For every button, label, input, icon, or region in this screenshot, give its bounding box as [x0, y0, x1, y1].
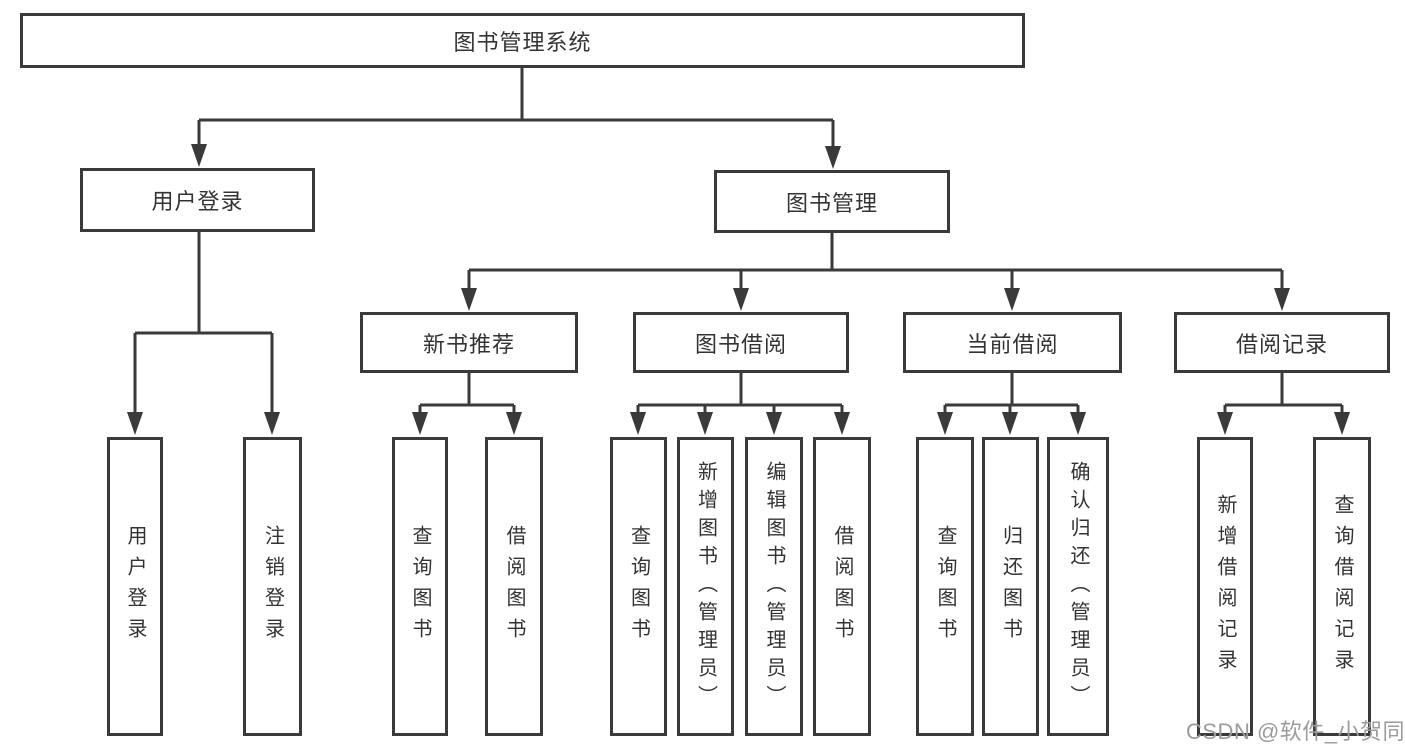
- leaf-add-book-admin: 新增图书（管理员）: [677, 437, 734, 736]
- leaf-borrow-book-rec: 借阅图书: [485, 437, 543, 736]
- node-new-book-recommend: 新书推荐: [360, 312, 578, 373]
- leaf-return-book: 归还图书: [982, 437, 1039, 736]
- csdn-watermark: CSDN @软件_小贺同学: [1186, 719, 1405, 744]
- leaf-edit-book-admin: 编辑图书（管理员）: [745, 437, 803, 736]
- leaf-logout: 注销登录: [243, 437, 302, 736]
- node-system-root: 图书管理系统: [20, 13, 1025, 68]
- node-user-login: 用户登录: [80, 168, 315, 232]
- node-book-borrow: 图书借阅: [633, 312, 849, 373]
- leaf-user-login: 用户登录: [107, 437, 163, 736]
- leaf-query-book-rec: 查询图书: [392, 437, 448, 736]
- node-current-borrow: 当前借阅: [903, 312, 1122, 373]
- leaf-query-borrow-record: 查询借阅记录: [1313, 437, 1371, 736]
- leaf-query-book-current: 查询图书: [916, 437, 974, 736]
- leaf-borrow-book: 借阅图书: [813, 437, 871, 736]
- leaf-query-book-borrow: 查询图书: [610, 437, 667, 736]
- node-borrow-record: 借阅记录: [1174, 312, 1390, 373]
- leaf-add-borrow-record: 新增借阅记录: [1197, 437, 1253, 736]
- leaf-confirm-return-admin: 确认归还（管理员）: [1047, 437, 1109, 736]
- node-book-management: 图书管理: [714, 170, 950, 233]
